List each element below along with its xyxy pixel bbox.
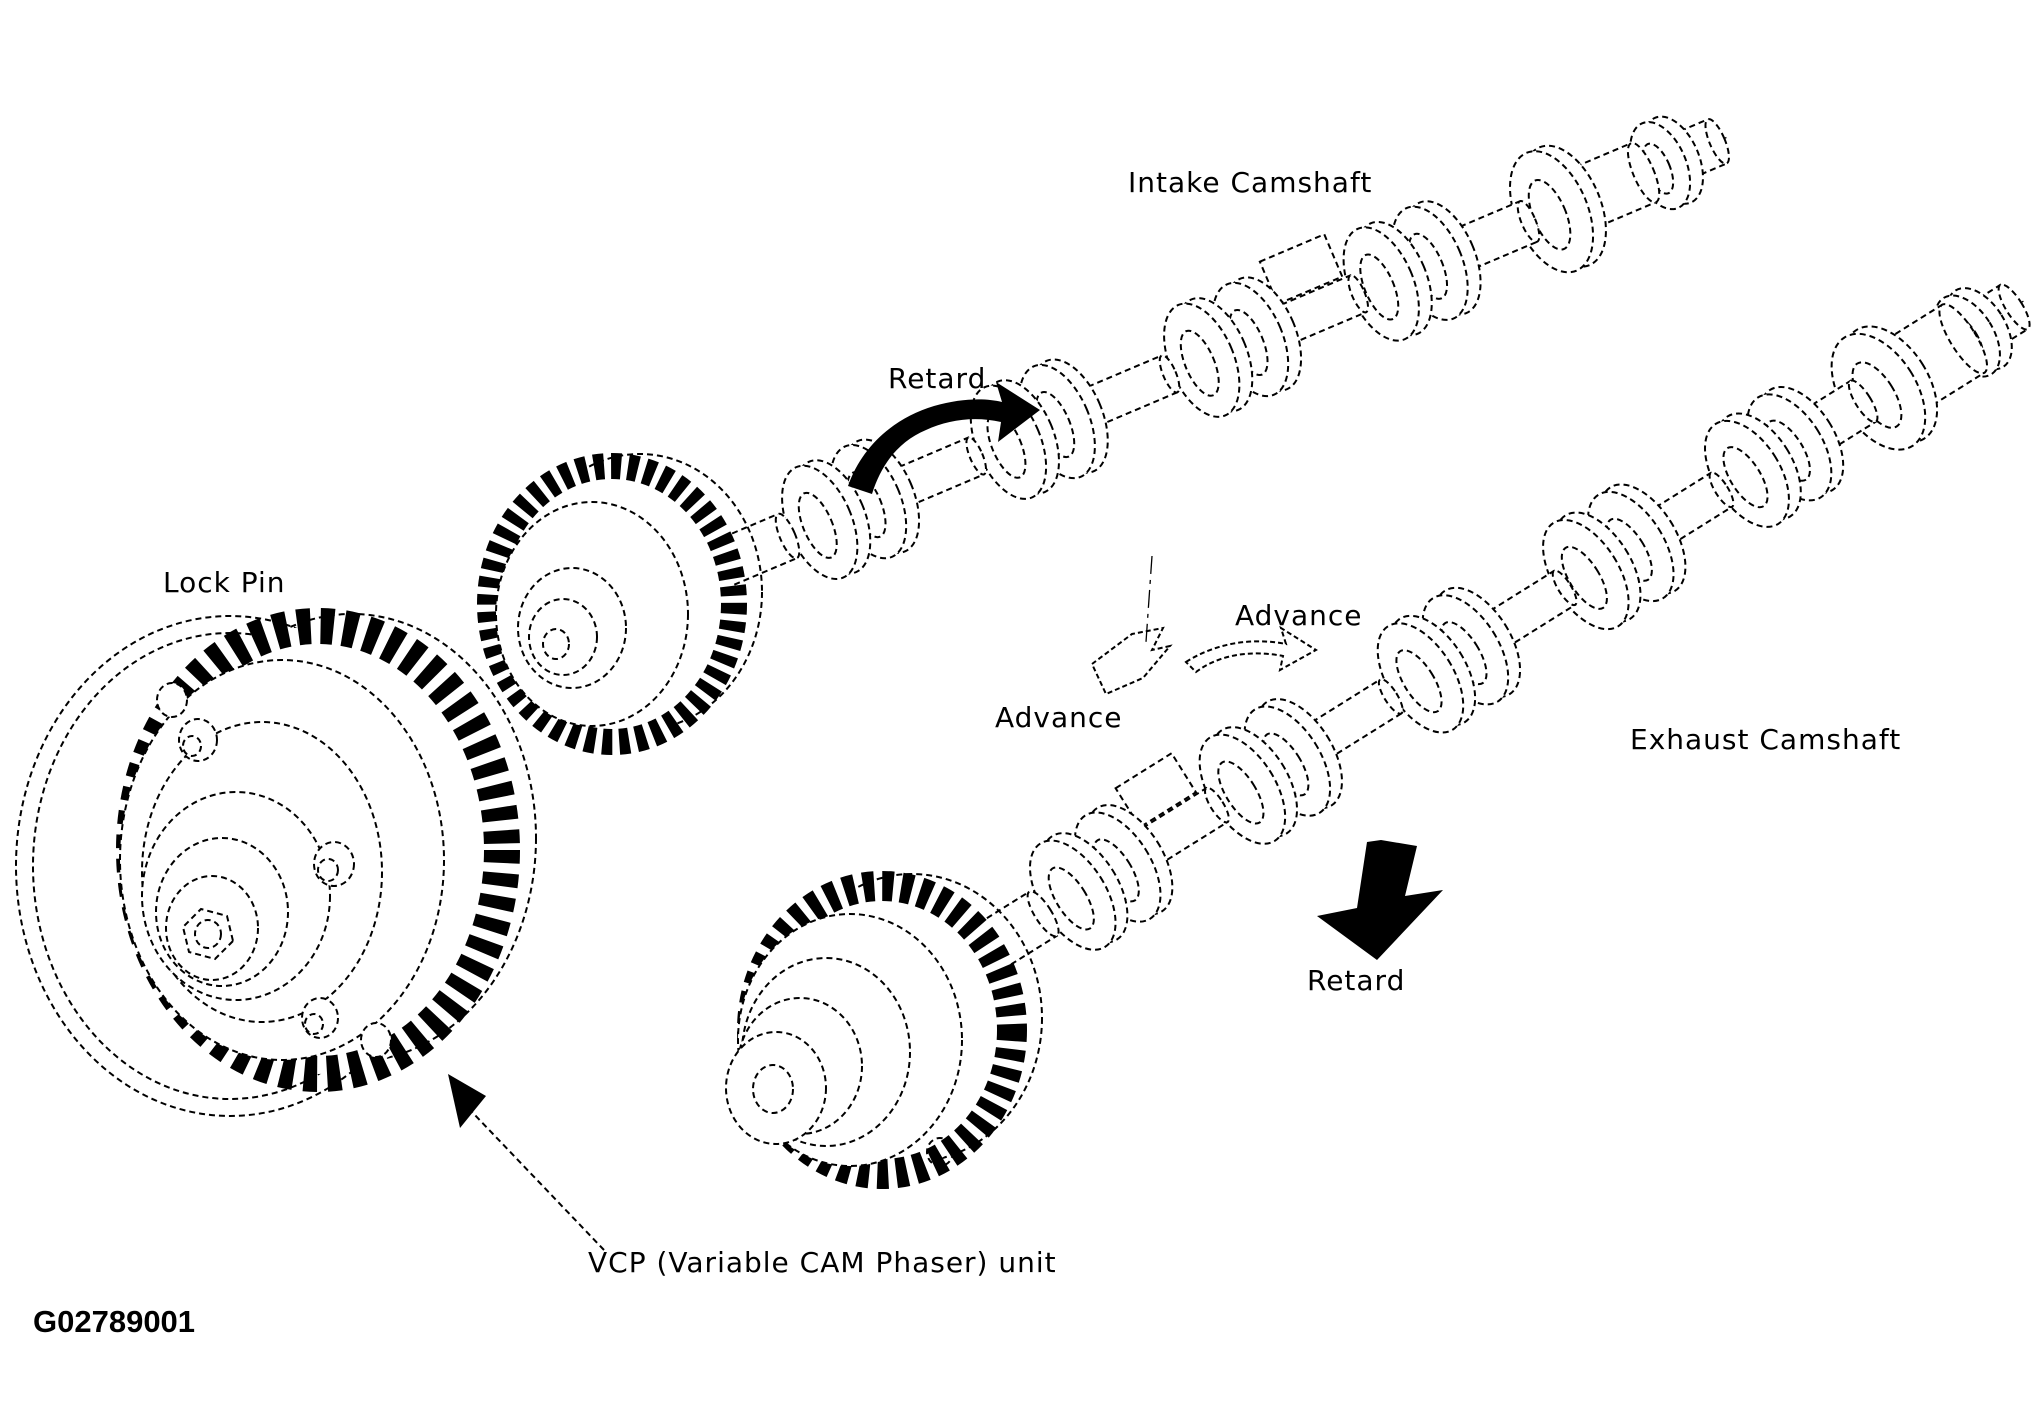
vcp-leader-line <box>471 1111 605 1251</box>
cam-lobe-inner <box>1395 649 1443 714</box>
cam-lobe-inner <box>797 491 838 559</box>
cam-lobe-inner <box>1359 253 1400 321</box>
cylinder-end <box>1847 379 1879 424</box>
bearing-cap <box>1258 233 1344 306</box>
cylinder-end <box>1026 890 1060 938</box>
bolt <box>313 841 355 887</box>
cylinder-end <box>1997 283 2031 331</box>
cam-lobe-inner <box>1047 866 1095 931</box>
exhaust-camshaft <box>940 283 2031 985</box>
cylinder-end <box>1708 471 1735 509</box>
annotation-arrows <box>448 382 1443 1251</box>
label-retard-bottom: Retard <box>1307 964 1405 997</box>
cam-lobe-inner <box>1527 178 1572 251</box>
intake-camshaft <box>667 115 1732 596</box>
cylinder-end <box>1158 354 1181 394</box>
bolt <box>156 682 188 718</box>
cam-lobe-inner <box>1851 361 1903 429</box>
advance-arrow-lower <box>1090 626 1173 696</box>
label-vcp-unit: VCP (Variable CAM Phaser) unit <box>588 1246 1057 1279</box>
vcp-gear <box>116 608 537 1092</box>
cylinder-end <box>1204 786 1230 824</box>
cam-lobe-inner <box>1764 419 1811 482</box>
cam-lobe-inner <box>1217 760 1265 825</box>
cylinder-end <box>1347 274 1370 314</box>
label-intake-camshaft: Intake Camshaft <box>1128 166 1372 199</box>
cam-lobe <box>781 464 859 580</box>
advance-arrow-upper <box>1184 625 1318 674</box>
retard-arrow-bottom <box>1317 840 1443 960</box>
label-lock-pin: Lock Pin <box>163 566 286 599</box>
cylinder-end <box>965 436 988 476</box>
label-retard-top: Retard <box>888 362 986 395</box>
cam-lobe-inner <box>1179 329 1220 397</box>
bearing-cap <box>1114 751 1198 829</box>
bolt <box>360 1022 392 1058</box>
cylinder-end <box>774 512 801 560</box>
intake-phaser-gear <box>477 453 763 755</box>
cylinder-end <box>1704 118 1730 165</box>
cylinder-end <box>1626 141 1661 204</box>
cam-lobe <box>1163 302 1241 418</box>
small-hole <box>926 1137 954 1167</box>
retard-arrow-top <box>848 382 1040 494</box>
label-advance-upper: Advance <box>1235 599 1363 632</box>
labels: Intake Camshaft Retard Lock Pin Advance … <box>33 166 1901 1339</box>
cylinder-end <box>1938 303 1989 375</box>
exhaust-phaser-gear <box>725 871 1043 1189</box>
label-advance-lower: Advance <box>995 701 1123 734</box>
advance-centerline <box>1145 555 1153 643</box>
figure-code: G02789001 <box>33 1304 195 1339</box>
cylinder-end <box>1551 569 1578 607</box>
cylinder-end <box>1377 678 1404 715</box>
vcp-leader-arrowhead <box>448 1074 486 1128</box>
label-exhaust-camshaft: Exhaust Camshaft <box>1630 723 1901 756</box>
hex-bolt <box>181 907 235 961</box>
